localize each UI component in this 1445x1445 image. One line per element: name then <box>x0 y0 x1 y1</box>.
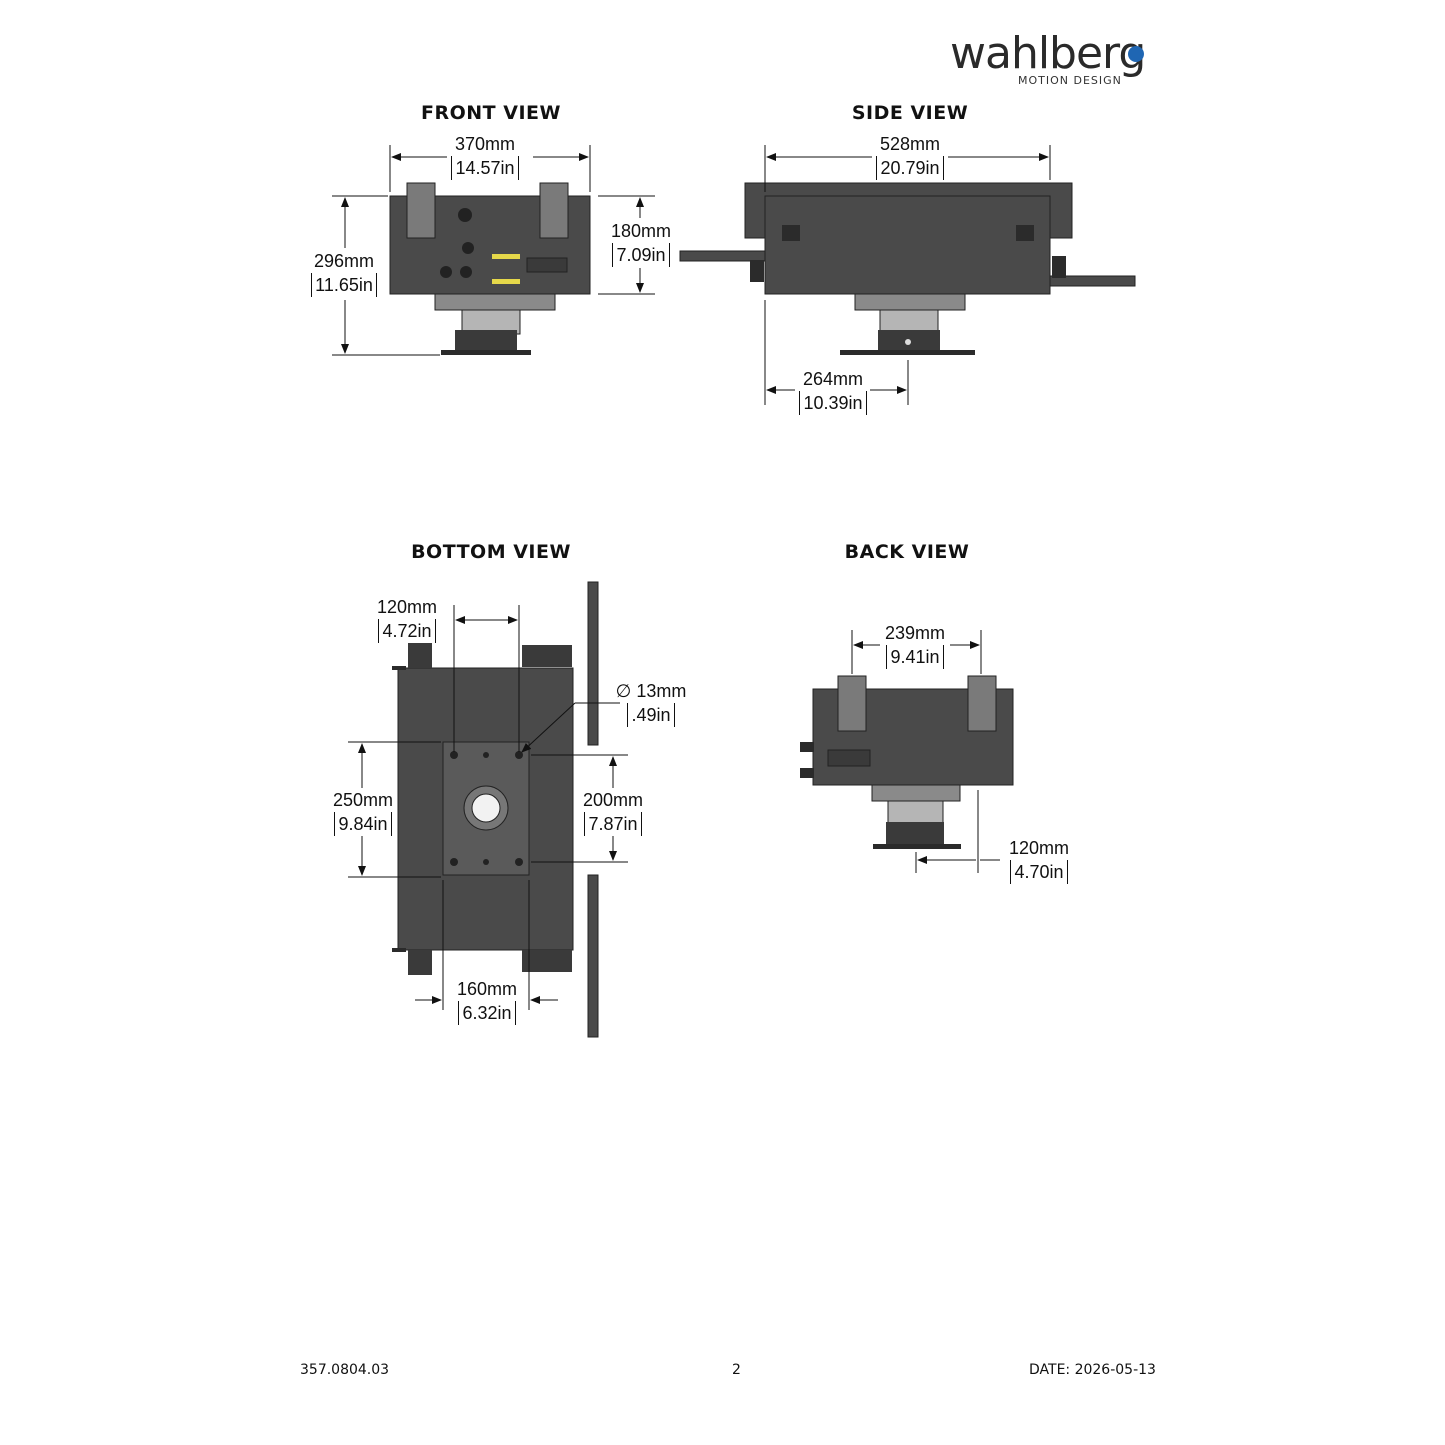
doc-number: 357.0804.03 <box>300 1362 390 1378</box>
bottom-view-drawing <box>348 581 628 1038</box>
dim-mm: 264mm <box>802 369 864 389</box>
dim-mm: 200mm <box>582 790 644 810</box>
front-height-dim: 296mm 11.65in <box>298 249 390 297</box>
dim-mm: 528mm <box>879 134 941 154</box>
bottom-hole-spacing-dim: 120mm 4.72in <box>362 595 452 643</box>
front-view-title: FRONT VIEW <box>421 102 561 124</box>
dim-mm: 160mm <box>456 979 518 999</box>
dim-mm: 120mm <box>1008 838 1070 858</box>
back-rail-spacing-dim: 239mm 9.41in <box>870 621 960 669</box>
dim-in: 7.87in <box>584 812 642 836</box>
front-body-height-dim: 180mm 7.09in <box>596 219 686 267</box>
brand-logo: wahlberg MOTION DESIGN <box>950 30 1160 90</box>
dim-in: .49in <box>627 703 675 727</box>
bottom-plate-width-dim: 160mm 6.32in <box>442 977 532 1025</box>
back-view-title: BACK VIEW <box>844 541 970 563</box>
dim-in: 7.09in <box>612 243 670 267</box>
dim-in: 6.32in <box>458 1001 516 1025</box>
side-view-title: SIDE VIEW <box>851 102 969 124</box>
dim-in: 4.72in <box>378 619 436 643</box>
dim-in: 9.41in <box>886 645 944 669</box>
brand-wordmark: wahlberg <box>950 28 1146 79</box>
back-offset-dim: 120mm 4.70in <box>994 836 1084 884</box>
dim-in: 10.39in <box>799 391 867 415</box>
bottom-hole-diameter-dim: ∅ 13mm .49in <box>608 679 694 727</box>
front-width-dim: 370mm 14.57in <box>440 132 530 180</box>
dim-mm: 296mm <box>313 251 375 271</box>
back-view-drawing <box>800 630 1014 873</box>
brand-tagline: MOTION DESIGN <box>1018 74 1122 87</box>
dim-in: 9.84in <box>334 812 392 836</box>
dim-mm: 13mm <box>636 681 687 701</box>
side-offset-dim: 264mm 10.39in <box>787 367 879 415</box>
dim-mm: 239mm <box>884 623 946 643</box>
front-view-drawing <box>332 145 655 356</box>
side-length-dim: 528mm 20.79in <box>862 132 958 180</box>
dim-in: 4.70in <box>1010 860 1068 884</box>
side-view-drawing <box>679 145 1136 405</box>
bottom-view-title: BOTTOM VIEW <box>411 541 571 563</box>
diameter-symbol: ∅ <box>615 681 632 701</box>
dim-mm: 250mm <box>332 790 394 810</box>
brand-dot-icon <box>1128 46 1144 62</box>
dim-in: 20.79in <box>876 156 944 180</box>
page-number: 2 <box>732 1362 741 1378</box>
dim-mm: 370mm <box>454 134 516 154</box>
dim-in: 11.65in <box>311 273 377 297</box>
dim-in: 14.57in <box>451 156 519 180</box>
bottom-plate-height-dim: 250mm 9.84in <box>320 788 406 836</box>
bottom-hole-rows-dim: 200mm 7.87in <box>570 788 656 836</box>
doc-date: DATE: 2026-05-13 <box>1029 1362 1156 1378</box>
dim-mm: 120mm <box>376 597 438 617</box>
dim-mm: 180mm <box>610 221 672 241</box>
